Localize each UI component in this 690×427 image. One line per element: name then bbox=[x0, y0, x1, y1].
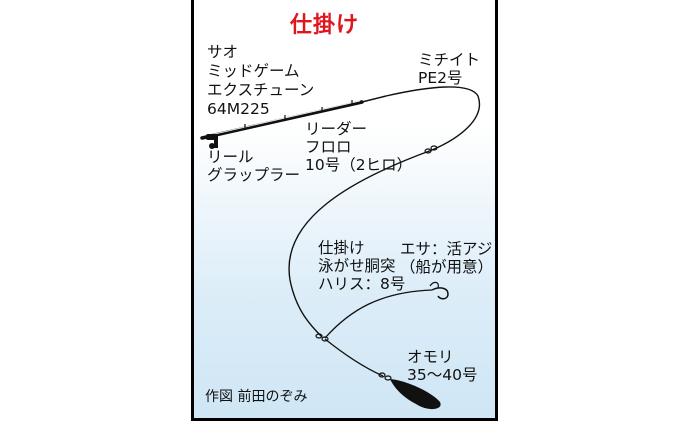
rod-tip bbox=[361, 95, 387, 103]
label-leader-1: フロロ bbox=[305, 138, 352, 156]
label-rig-1: 泳がせ胴突 bbox=[318, 257, 396, 275]
main-line bbox=[385, 86, 481, 151]
label-mainline-0: ミチイト bbox=[418, 51, 481, 69]
diagram-frame bbox=[191, 0, 498, 421]
swivel-mid bbox=[315, 333, 329, 342]
swivel-top bbox=[424, 145, 438, 154]
label-rod-1: ミッドゲーム bbox=[207, 62, 300, 80]
leader-line bbox=[288, 149, 433, 338]
sinker-swivel bbox=[378, 372, 392, 381]
credit: 作図 前田のぞみ bbox=[205, 389, 308, 405]
label-bait-0: エサ：活アジ bbox=[400, 240, 493, 258]
label-sinker-0: オモリ bbox=[407, 348, 454, 366]
diagram-title: 仕掛け bbox=[290, 13, 360, 38]
label-bait-1: （船が用意） bbox=[400, 258, 494, 276]
label-rod-0: サオ bbox=[207, 43, 239, 61]
label-rod-3: 64M225 bbox=[207, 100, 270, 118]
sinker bbox=[390, 379, 441, 410]
rod-guides bbox=[244, 100, 353, 130]
label-reel-0: リール bbox=[207, 148, 254, 166]
label-rod-2: エクスチューン bbox=[207, 81, 315, 99]
label-rig-0: 仕掛け bbox=[318, 239, 365, 257]
label-rig-2: ハリス：8号 bbox=[318, 275, 406, 293]
hook-eye bbox=[429, 281, 439, 289]
branch-line bbox=[324, 289, 433, 339]
label-reel-1: グラップラー bbox=[207, 166, 301, 184]
label-leader-0: リーダー bbox=[305, 120, 368, 138]
rod-highlight bbox=[205, 100, 361, 137]
reel bbox=[206, 134, 218, 149]
label-mainline-1: PE2号 bbox=[418, 69, 463, 87]
rod bbox=[200, 100, 364, 140]
hook bbox=[431, 287, 449, 300]
label-sinker-1: 35～40号 bbox=[407, 366, 478, 384]
sinker-line bbox=[324, 338, 384, 377]
label-leader-2: 10号（2ヒロ） bbox=[305, 156, 413, 174]
